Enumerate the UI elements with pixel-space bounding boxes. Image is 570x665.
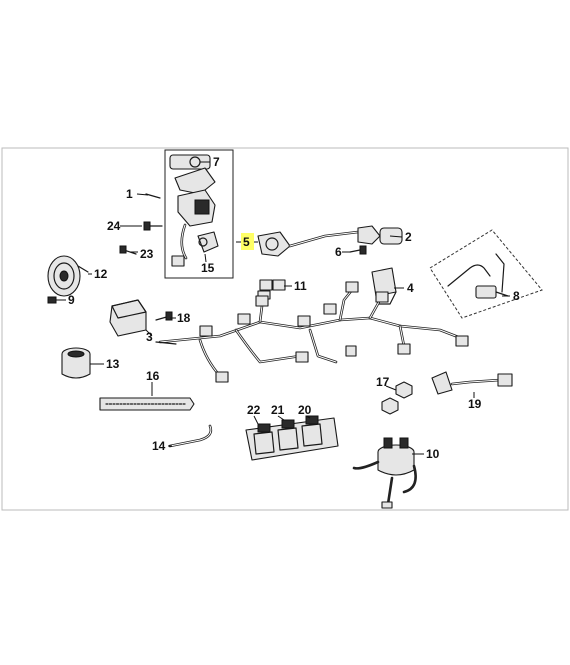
part-13-cylinder <box>61 347 91 379</box>
callout-2[interactable]: 2 <box>405 230 412 244</box>
callout-9[interactable]: 9 <box>68 293 75 307</box>
callout-15[interactable]: 15 <box>201 261 215 275</box>
callout-24[interactable]: 24 <box>107 219 121 233</box>
wiring-harness <box>155 281 469 383</box>
callout-16[interactable]: 16 <box>146 369 160 383</box>
part-5-ignition-coil <box>257 230 360 257</box>
callout-18[interactable]: 18 <box>177 311 191 325</box>
part-15-connector <box>197 231 219 253</box>
callout-13[interactable]: 13 <box>106 357 120 371</box>
callout-7[interactable]: 7 <box>213 155 220 169</box>
callout-10[interactable]: 10 <box>426 447 440 461</box>
part-11-connectors <box>257 279 286 300</box>
part-24-screw <box>143 221 163 231</box>
part-10-starter-relay <box>352 437 417 509</box>
part-17-nut <box>381 381 413 415</box>
callout-21[interactable]: 21 <box>271 403 285 417</box>
callout-8[interactable]: 8 <box>513 289 520 303</box>
callout-11[interactable]: 11 <box>294 279 307 293</box>
parts-20-22-fuse-box <box>245 415 339 461</box>
callout-5[interactable]: 5 <box>243 235 250 249</box>
part-8-detail <box>447 253 509 299</box>
callout-23[interactable]: 23 <box>140 247 154 261</box>
part-14-hose <box>168 424 213 448</box>
part-12-horn <box>47 255 89 297</box>
callout-22[interactable]: 22 <box>247 403 261 417</box>
callout-6[interactable]: 6 <box>335 245 342 259</box>
part-1-bolt <box>145 193 161 199</box>
part-23-screw <box>119 245 137 255</box>
callout-1[interactable]: 1 <box>126 187 133 201</box>
part-19-sensor <box>431 371 513 395</box>
part-3-relay <box>109 299 147 337</box>
callout-20[interactable]: 20 <box>298 403 312 417</box>
subassembly-box <box>164 149 234 279</box>
diagram-frame <box>1 147 569 511</box>
callout-19[interactable]: 19 <box>468 397 482 411</box>
detail-box <box>429 229 543 319</box>
part-16-strip <box>99 397 195 411</box>
callout-labels: 1 2 3 4 5 6 7 8 9 10 11 12 13 14 15 16 1… <box>68 155 520 461</box>
part-18-bolt <box>155 311 173 321</box>
part-7-bracket <box>169 154 216 195</box>
callout-17[interactable]: 17 <box>376 375 390 389</box>
callout-3[interactable]: 3 <box>146 330 153 344</box>
callout-5-highlight <box>241 233 254 250</box>
callout-12[interactable]: 12 <box>94 267 108 281</box>
callout-4[interactable]: 4 <box>407 281 414 295</box>
part-6-bolt <box>349 245 367 255</box>
part-1-switch <box>171 189 216 267</box>
callout-14[interactable]: 14 <box>152 439 166 453</box>
part-9-screw <box>47 296 57 304</box>
part-2-plug-cap <box>357 225 403 245</box>
